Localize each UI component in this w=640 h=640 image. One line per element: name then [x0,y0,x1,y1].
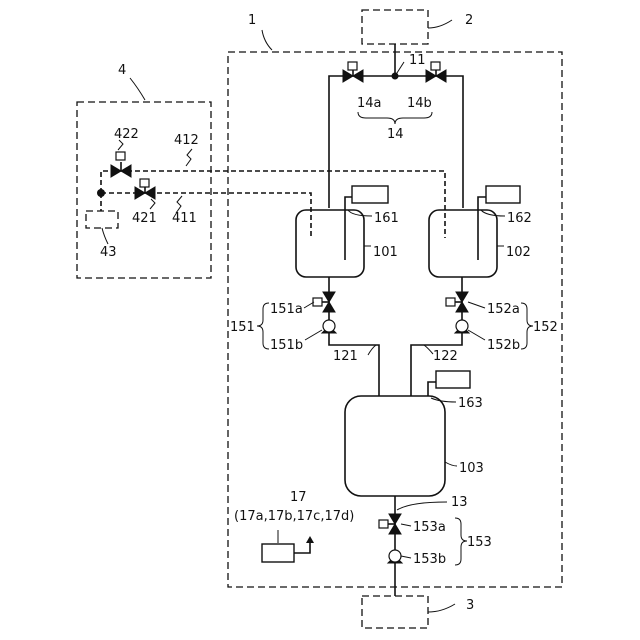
tank-102 [429,210,497,277]
leader-152a [468,302,485,308]
valve-group-bracket [358,112,432,124]
leader-151b [305,330,322,340]
valve-152a[interactable] [446,292,468,312]
leader-153a [401,524,411,526]
valve-421[interactable] [135,179,155,199]
controller-signal-arrow [306,536,314,543]
controller-17 [262,544,294,562]
pump-152b[interactable] [455,320,469,333]
label-pump-unit-151: 151 [230,320,255,335]
leader-412 [186,149,192,166]
leader-103 [445,462,457,466]
label-supply-source: 2 [465,13,473,28]
valve-151a[interactable] [313,292,335,312]
leader-121 [368,345,376,355]
label-pump-153b: 153b [413,552,446,567]
label-valve-151a: 151a [270,302,303,317]
label-line-411: 411 [172,211,197,226]
top-manifold-line [329,76,463,208]
label-valve-a: 14a [357,96,382,111]
label-line-412: 412 [174,133,199,148]
leader-153b [401,556,411,558]
sensor-163 [436,371,470,388]
bracket-153 [455,518,467,565]
tank-103 [345,396,445,496]
label-tank-102: 102 [506,245,531,260]
label-controller: 17 [290,490,307,505]
outlet-line-101 [329,277,379,396]
label-valve-421: 421 [132,211,157,226]
label-tank-101: 101 [373,245,398,260]
leader-3 [428,604,455,612]
label-valve-152a: 152a [487,302,520,317]
label-outlet-pipe: 13 [451,495,468,510]
leader-4 [130,78,145,100]
label-pipe-121: 121 [333,349,358,364]
leader-152b [468,330,485,340]
tank-101 [296,210,364,277]
label-pump-152b: 152b [487,338,520,353]
label-controller-sub: (17a,17b,17c,17d) [234,509,354,524]
pump-151b[interactable] [322,320,336,333]
leader-2 [428,20,452,28]
supply-source-box [362,10,428,44]
line-412 [101,171,445,238]
label-valve-422: 422 [114,127,139,142]
label-external-unit: 4 [118,63,126,78]
valve-422[interactable] [111,152,131,177]
leader-43 [102,228,108,244]
label-tank-103: 103 [459,461,484,476]
leader-13 [397,502,447,510]
leader-421 [150,199,155,209]
label-outlet-unit: 3 [466,598,474,613]
leader-1 [262,30,272,50]
label-pump-unit-153: 153 [467,535,492,550]
sensor-161 [352,186,388,203]
bracket-151 [257,303,269,349]
label-valve-153a: 153a [413,520,446,535]
label-sensor-163: 163 [458,396,483,411]
controller-signal-line [294,542,310,553]
sensor-162 [486,186,520,203]
leader-122 [424,345,433,354]
label-sensor-162: 162 [507,211,532,226]
valve-153a[interactable] [379,514,401,534]
label-pipe-122: 122 [433,349,458,364]
valve-14b[interactable] [426,62,446,82]
label-sensor-161: 161 [374,211,399,226]
label-pump-151b: 151b [270,338,303,353]
external-unit-boundary [77,102,211,278]
label-valve-b: 14b [407,96,432,111]
unit-43-box [86,211,118,228]
label-junction: 11 [409,53,426,68]
bracket-152 [521,303,533,349]
outlet-unit-box [362,596,428,628]
pump-153b[interactable] [388,550,402,563]
label-system: 1 [248,13,256,28]
leader-11 [395,62,404,76]
valve-14a[interactable] [343,62,363,82]
label-valve-group: 14 [387,127,404,142]
label-pump-unit-152: 152 [533,320,558,335]
label-unit-43: 43 [100,245,117,260]
